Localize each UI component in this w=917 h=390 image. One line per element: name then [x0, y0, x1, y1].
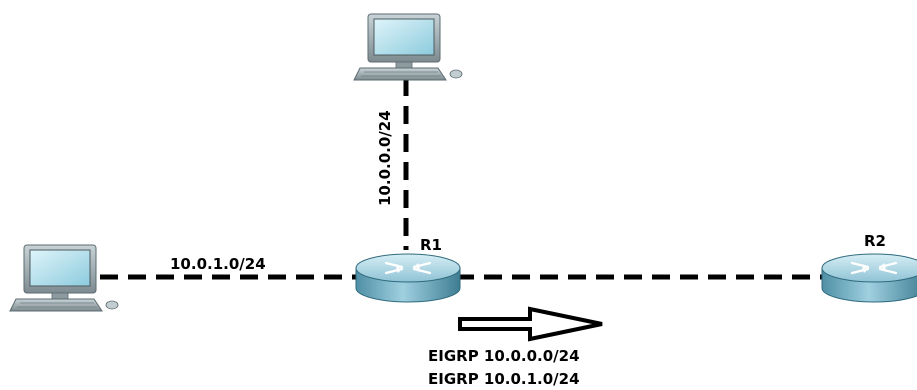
link-left-label: 10.0.1.0/24 — [170, 255, 266, 273]
route-line-2: EIGRP 10.0.1.0/24 — [428, 370, 580, 388]
link-top-label: 10.0.0.0/24 — [376, 110, 394, 206]
router-r1[interactable] — [354, 252, 462, 304]
route-line-1: EIGRP 10.0.0.0/24 — [428, 347, 580, 365]
router-r2-label: R2 — [864, 232, 886, 250]
pc-top[interactable] — [353, 13, 463, 81]
router-r1-label: R1 — [420, 236, 442, 254]
router-r2[interactable] — [820, 252, 917, 304]
right-arrow-outline-icon — [458, 306, 603, 342]
pc-icon — [353, 13, 463, 81]
router-icon — [820, 252, 917, 304]
router-icon — [354, 252, 462, 304]
